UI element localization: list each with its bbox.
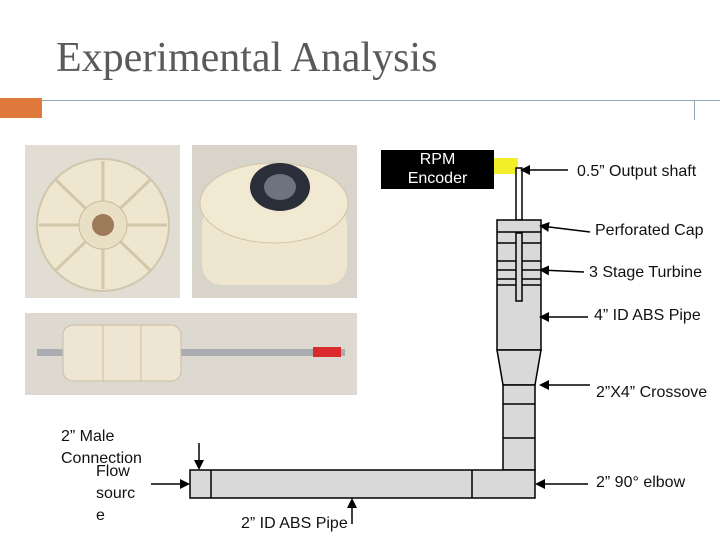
flow-source-label: Flow sourc e <box>96 461 135 527</box>
elbow-label: 2” 90° elbow <box>596 474 685 492</box>
flow-source-line1: Flow <box>96 461 135 483</box>
male-connection-line1: 2” Male <box>61 426 142 448</box>
pipe-4in-label: 4” ID ABS Pipe <box>594 307 701 325</box>
perforated-cap-arrow <box>541 226 590 232</box>
flow-source-line3: e <box>96 505 135 527</box>
turbine-shaft-segment <box>516 233 522 301</box>
output-shaft-label: 0.5” Output shaft <box>577 163 696 181</box>
turbine-label: 3 Stage Turbine <box>589 264 702 282</box>
pipe-2in-horizontal <box>190 470 535 498</box>
pipe-2in-vertical <box>503 385 535 470</box>
output-shaft <box>516 168 522 220</box>
crossover-label: 2”X4” Crossove <box>596 384 707 402</box>
flow-source-line2: sourc <box>96 483 135 505</box>
output-shaft-yellow <box>494 158 518 174</box>
turbine-arrow <box>541 270 584 272</box>
pipe-2in-label: 2” ID ABS Pipe <box>241 515 348 533</box>
perforated-cap-label: Perforated Cap <box>595 222 704 240</box>
crossover-2x4 <box>497 350 541 385</box>
